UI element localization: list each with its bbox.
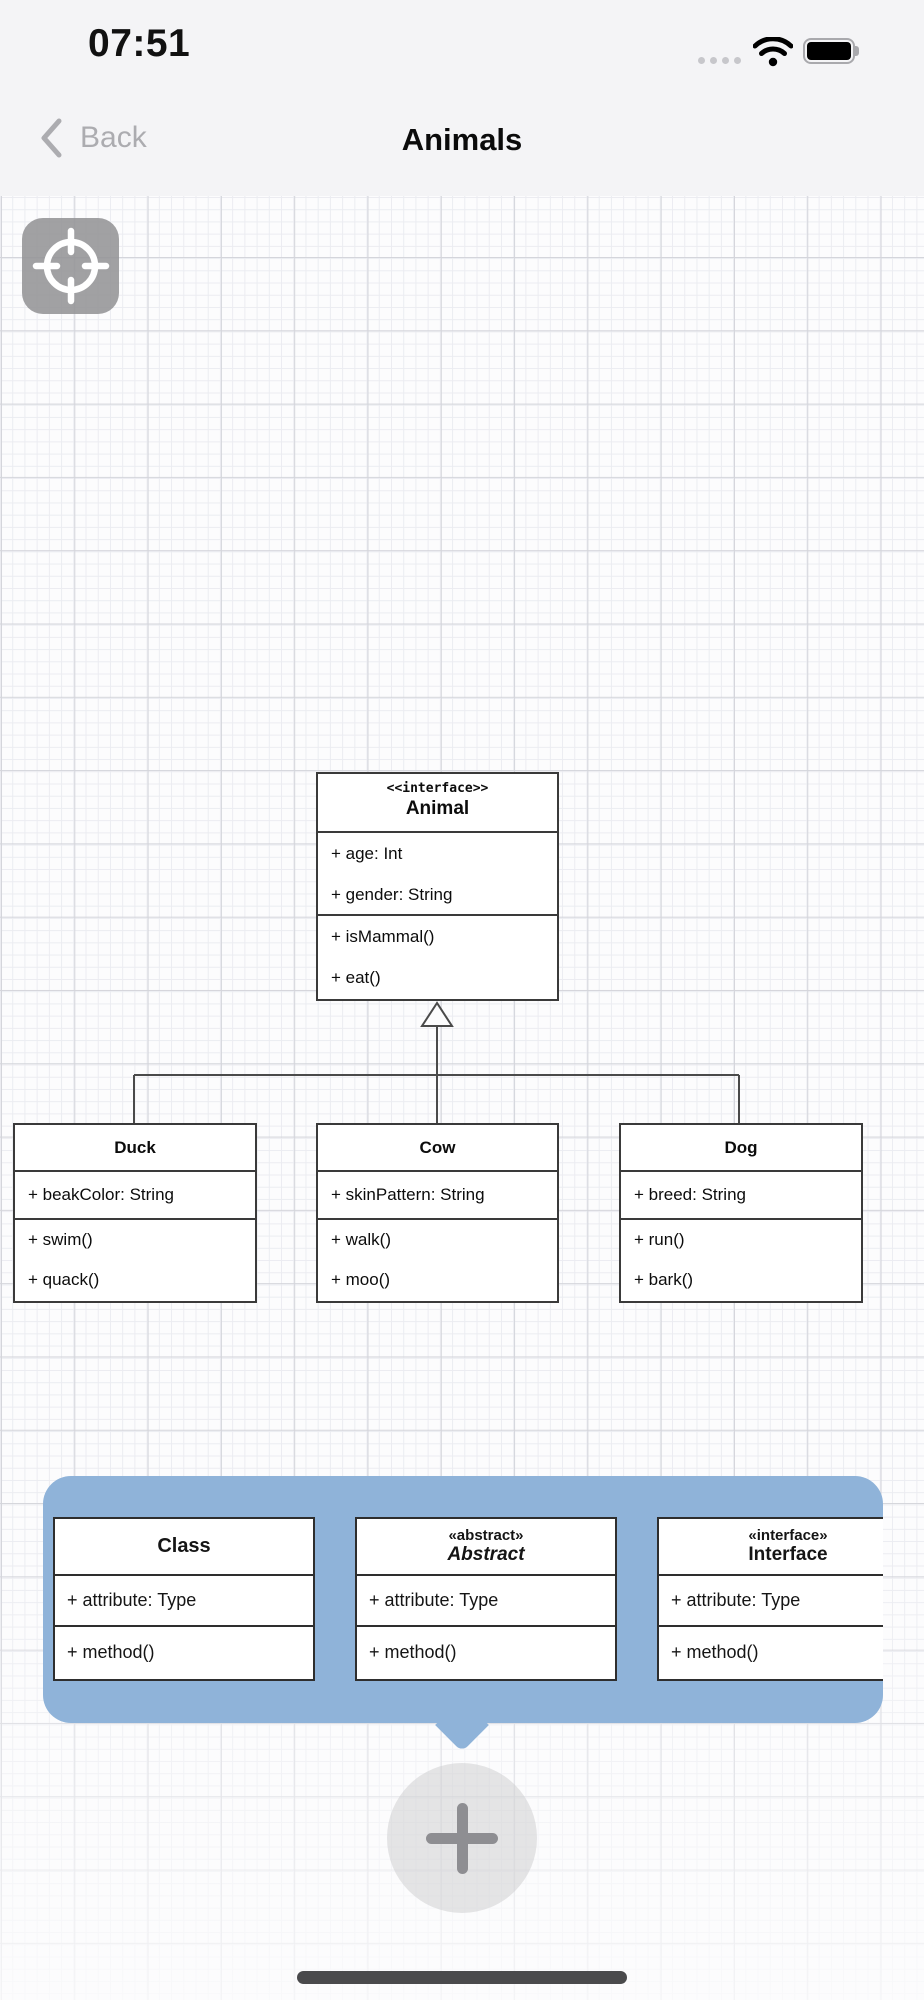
template-method: + method() xyxy=(67,1641,155,1662)
chevron-left-icon xyxy=(41,118,62,158)
methods-section: + walk() + moo() xyxy=(318,1220,557,1300)
attributes-section: + skinPattern: String xyxy=(318,1172,557,1220)
attribute-row: + gender: String xyxy=(331,884,453,904)
method-row: + run() xyxy=(634,1230,685,1249)
uml-class-animal[interactable]: <<interface>> Animal + age: Int + gender… xyxy=(316,772,559,1001)
method-row: + bark() xyxy=(634,1270,694,1289)
back-label: Back xyxy=(80,121,147,154)
battery-icon xyxy=(803,38,859,64)
class-header: Dog xyxy=(621,1125,861,1172)
template-stereotype: «interface» xyxy=(748,1526,828,1544)
attribute-row: + age: Int xyxy=(331,843,403,863)
class-stereotype: <<interface>> xyxy=(386,781,489,796)
palette-bubble: Class + attribute: Type + method() «abst… xyxy=(43,1476,883,1723)
methods-section: + swim() + quack() xyxy=(15,1220,255,1300)
palette-card-interface[interactable]: «interface» Interface + attribute: Type … xyxy=(657,1517,883,1681)
uml-class-cow[interactable]: Cow + skinPattern: String + walk() + moo… xyxy=(316,1123,559,1303)
class-name: Dog xyxy=(724,1137,758,1157)
template-name: Class xyxy=(157,1535,211,1557)
template-attribute: + attribute: Type xyxy=(55,1576,313,1627)
method-row: + eat() xyxy=(331,967,381,987)
class-name: Cow xyxy=(419,1137,456,1157)
methods-section: + isMammal() + eat() xyxy=(318,916,557,998)
page-title: Animals xyxy=(401,122,523,157)
attribute-row: + skinPattern: String xyxy=(331,1185,485,1204)
method-row: + isMammal() xyxy=(331,926,435,946)
nav-bar: Back Animals xyxy=(0,100,924,196)
class-header: <<interface>> Animal xyxy=(318,774,557,833)
palette-card-abstract[interactable]: «abstract» Abstract + attribute: Type + … xyxy=(355,1517,617,1681)
method-row: + walk() xyxy=(331,1230,391,1249)
attribute-row: + beakColor: String xyxy=(28,1185,174,1204)
attributes-section: + beakColor: String xyxy=(15,1172,255,1220)
cellular-signal-icon xyxy=(698,57,741,64)
palette-card-class[interactable]: Class + attribute: Type + method() xyxy=(53,1517,315,1681)
uml-class-duck[interactable]: Duck + beakColor: String + swim() + quac… xyxy=(13,1123,257,1303)
template-method: + method() xyxy=(671,1641,759,1662)
home-indicator[interactable] xyxy=(297,1971,627,1984)
template-attribute: + attribute: Type xyxy=(357,1576,615,1627)
attribute-row: + breed: String xyxy=(634,1185,746,1204)
method-row: + quack() xyxy=(28,1270,100,1289)
class-header: Duck xyxy=(15,1125,255,1172)
crosshair-icon xyxy=(32,227,109,305)
template-name: Abstract xyxy=(447,1544,525,1566)
class-name: Animal xyxy=(405,798,470,820)
attributes-section: + breed: String xyxy=(621,1172,861,1220)
add-button[interactable] xyxy=(387,1763,537,1913)
template-method: + method() xyxy=(369,1641,457,1662)
wifi-icon xyxy=(752,36,794,72)
center-view-button[interactable] xyxy=(22,218,119,314)
status-bar: 07:51 xyxy=(0,0,924,100)
template-attribute: + attribute: Type xyxy=(659,1576,883,1627)
template-stereotype: «abstract» xyxy=(448,1526,524,1544)
back-button[interactable]: Back xyxy=(40,118,147,158)
method-row: + moo() xyxy=(331,1270,391,1289)
methods-section: + run() + bark() xyxy=(621,1220,861,1300)
uml-class-dog[interactable]: Dog + breed: String + run() + bark() xyxy=(619,1123,863,1303)
class-name: Duck xyxy=(114,1137,156,1157)
clock-label: 07:51 xyxy=(88,22,191,65)
method-row: + swim() xyxy=(28,1230,93,1249)
attributes-section: + age: Int + gender: String xyxy=(318,833,557,916)
class-header: Cow xyxy=(318,1125,557,1172)
template-name: Interface xyxy=(748,1544,828,1566)
